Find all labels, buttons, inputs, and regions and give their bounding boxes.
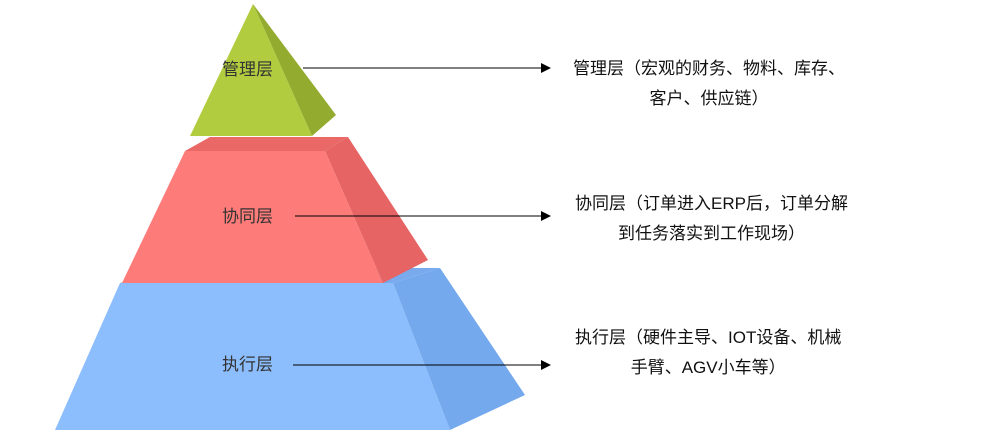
coordination-layer-label: 协同层 [222, 207, 273, 226]
management-description-line2: 客户、供应链） [649, 89, 769, 108]
execution-layer [55, 268, 525, 430]
execution-description-line1: 执行层（硬件主导、IOT设备、机械 [575, 328, 842, 347]
coordination-layer-side-face [325, 137, 428, 283]
management-layer-front-face [190, 4, 312, 136]
execution-description-line2: 手臂、AGV小车等） [630, 358, 786, 377]
coordination-description-line1: 协同层（订单进入ERP后，订单分解 [575, 194, 848, 213]
coordination-layer-front-face [122, 151, 383, 283]
management-layer [190, 4, 336, 136]
execution-layer-front-face [55, 283, 450, 430]
management-layer-label: 管理层 [222, 60, 273, 79]
coordination-description: 协同层（订单进入ERP后，订单分解 到任务落实到工作现场） [575, 189, 848, 249]
coordination-layer-top-face [185, 137, 348, 151]
execution-description: 执行层（硬件主导、IOT设备、机械 手臂、AGV小车等） [575, 323, 841, 383]
execution-layer-side-face [393, 268, 525, 430]
coordination-layer [122, 137, 428, 283]
coordination-description-line2: 到任务落实到工作现场） [617, 224, 805, 243]
execution-layer-label: 执行层 [222, 355, 273, 374]
management-description-line1: 管理层（宏观的财务、物料、库存、 [573, 59, 845, 78]
management-layer-side-face [253, 4, 336, 136]
management-description: 管理层（宏观的财务、物料、库存、 客户、供应链） [573, 54, 845, 114]
